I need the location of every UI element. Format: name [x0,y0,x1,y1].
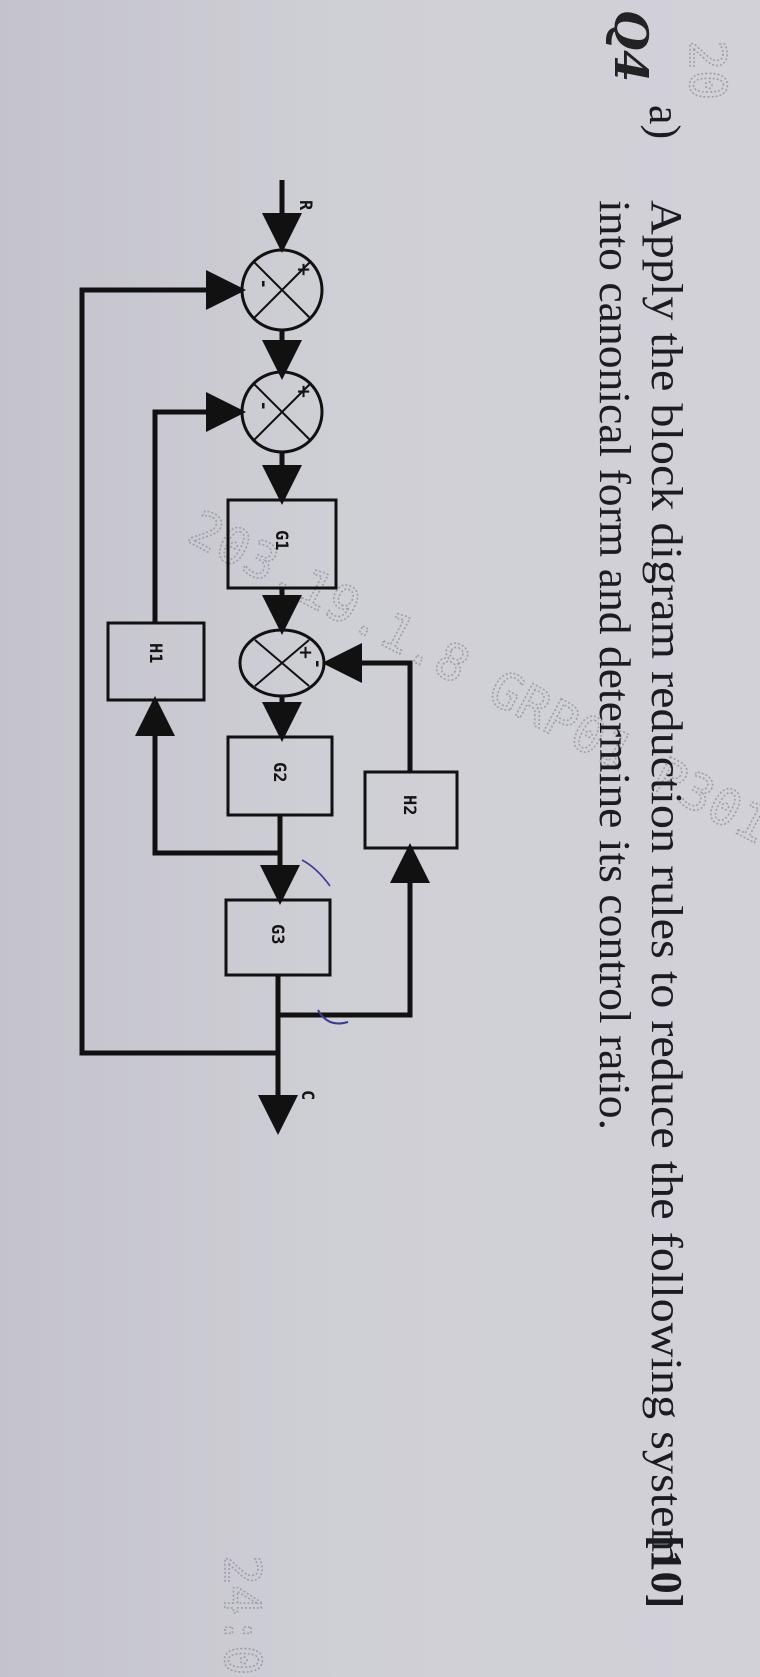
svg-text:G1: G1 [271,530,291,550]
svg-text:-: - [253,402,274,409]
question-line-1: Apply the block digram reduction rules t… [642,200,691,1565]
summing-junction-2: + - [240,370,324,454]
question-line-2: into canonical form and determine its co… [590,200,639,1130]
summing-junction-1: + - [240,248,324,332]
output-label: C [297,1090,317,1100]
svg-text:-: - [253,280,274,287]
h2-input-path [278,843,430,1018]
h1-feedback-path [152,392,246,623]
pen-mark [301,859,331,887]
input-label: R [295,200,315,211]
h2-feedback-path [322,643,413,772]
svg-text:-: - [307,660,328,667]
svg-text:H2: H2 [399,795,419,815]
pen-mark [317,1009,349,1025]
marks: [10] [642,1535,691,1608]
summing-junction-3: + - [238,628,328,698]
h1-input-path [135,696,280,856]
svg-text:+: + [295,645,316,660]
watermark-top: 20 [678,40,736,100]
svg-text:+: + [293,262,314,277]
svg-text:G3: G3 [267,924,287,944]
block-diagram: R + - + - G1 + - [79,180,459,1135]
unity-feedback-path [79,270,278,1056]
svg-text:H1: H1 [145,643,165,663]
question-number: Q4 [604,10,658,82]
svg-text:+: + [293,384,314,399]
question-part: a) [640,105,689,139]
watermark-bottom: 24:04 [213,1555,271,1677]
svg-text:G2: G2 [269,762,289,782]
